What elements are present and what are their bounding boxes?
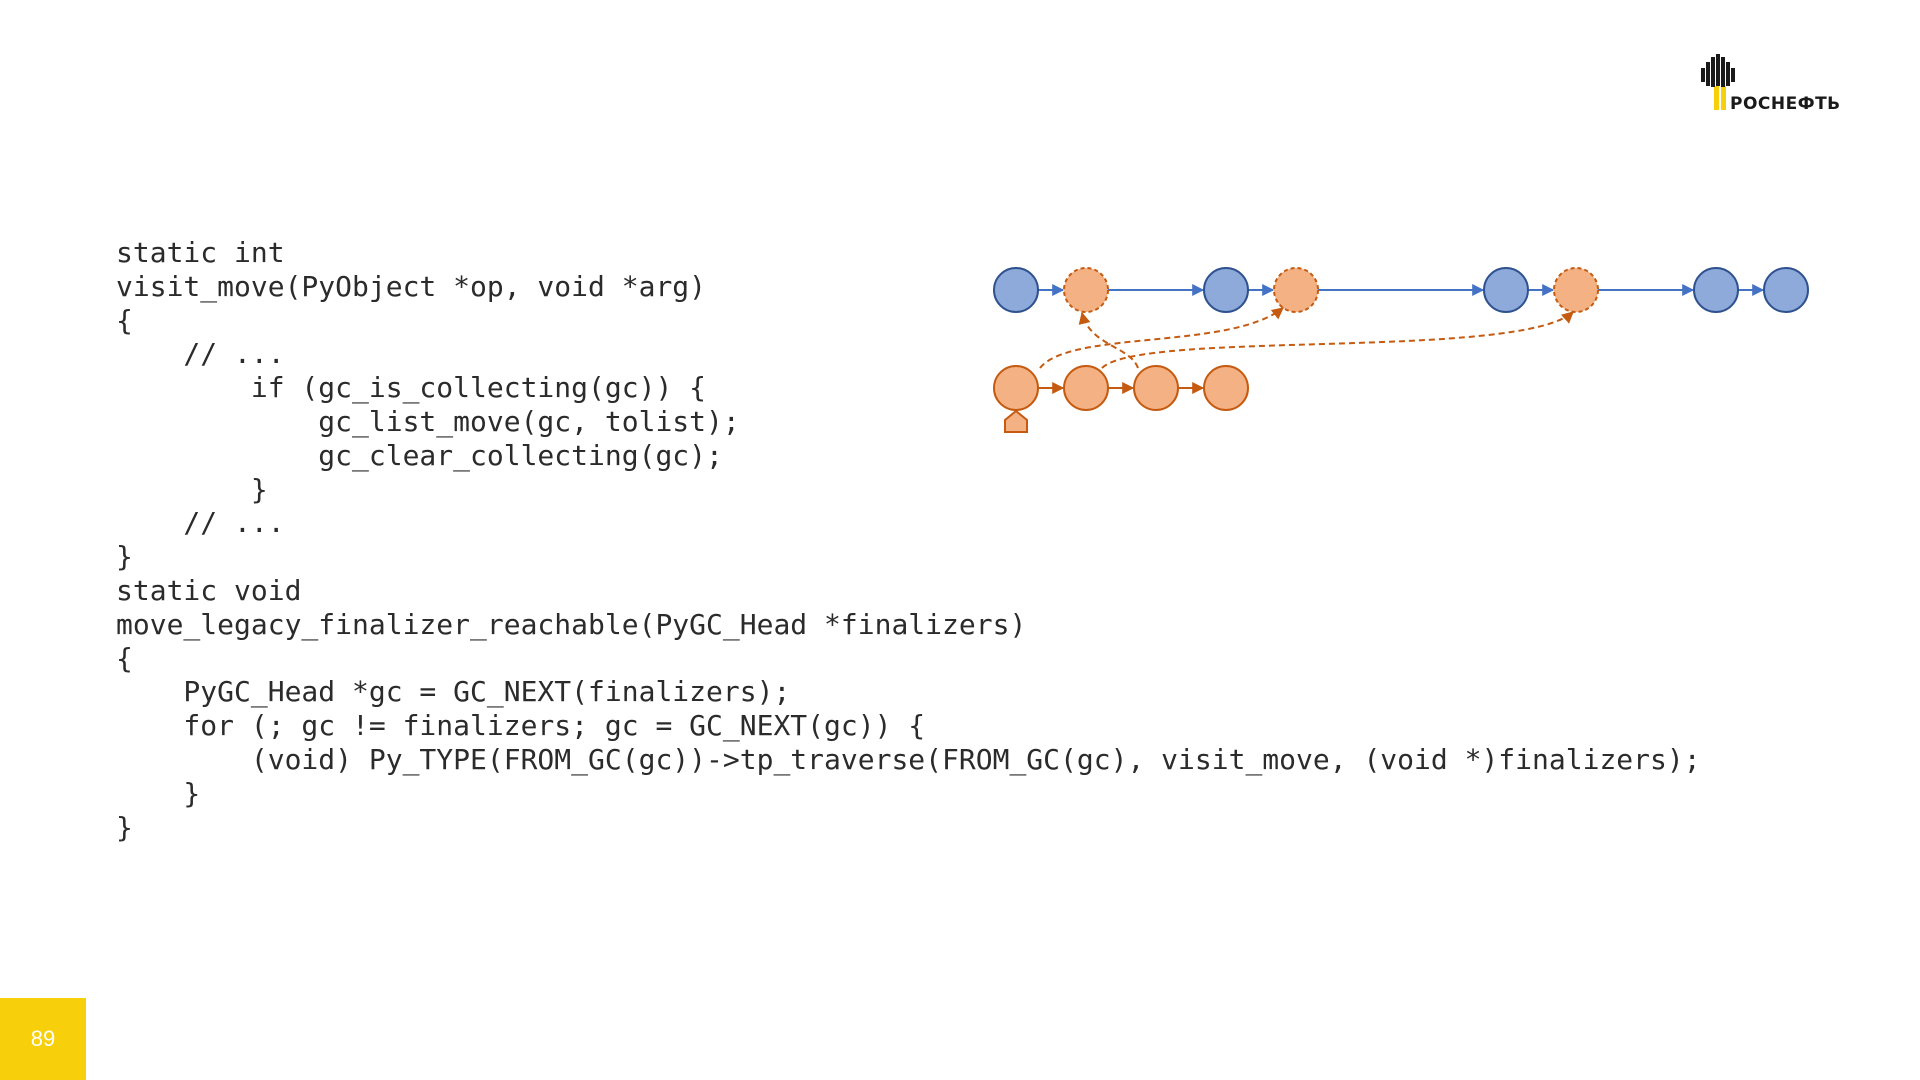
list-node-orange	[1133, 365, 1179, 411]
code-line: if (gc_is_collecting(gc)) {	[116, 371, 707, 405]
list-node-moved	[1553, 267, 1599, 313]
gc-list-diagram	[993, 267, 1809, 433]
code-line: gc_clear_collecting(gc);	[116, 438, 723, 472]
code-line: // ...	[116, 506, 285, 540]
list-node-blue	[993, 267, 1039, 313]
list-node-blue	[1763, 267, 1809, 313]
company-logo: РОСНЕФТЬ	[1700, 54, 1870, 116]
code-line: visit_move(PyObject *op, void *arg)	[116, 269, 707, 303]
list-node-orange	[993, 365, 1039, 411]
page-number: 89	[0, 998, 86, 1080]
code-line: PyGC_Head *gc = GC_NEXT(finalizers);	[116, 675, 791, 709]
list-node-moved	[1273, 267, 1319, 313]
code-line: // ...	[116, 337, 285, 371]
reference-arrow	[1039, 307, 1284, 369]
code-line: }	[116, 472, 268, 506]
code-line: static void	[116, 573, 302, 607]
code-line: {	[116, 641, 133, 675]
code-line: for (; gc != finalizers; gc = GC_NEXT(gc…	[116, 709, 926, 743]
reference-arrow	[1101, 311, 1574, 369]
code-line: }	[116, 776, 201, 810]
list-node-orange	[1063, 365, 1109, 411]
list-node-orange	[1203, 365, 1249, 411]
code-line: }	[116, 810, 133, 844]
list-node-moved	[1063, 267, 1109, 313]
code-line: static int	[116, 236, 285, 269]
list-head-pointer	[1004, 409, 1028, 433]
reference-arrow	[1078, 311, 1139, 369]
code-line: {	[116, 303, 133, 337]
code-line: }	[116, 540, 133, 574]
logo-text: РОСНЕФТЬ	[1730, 94, 1841, 114]
code-line: move_legacy_finalizer_reachable(PyGC_Hea…	[116, 607, 1027, 641]
code-line: gc_list_move(gc, tolist);	[116, 404, 740, 438]
list-node-blue	[1203, 267, 1249, 313]
code-line: (void) Py_TYPE(FROM_GC(gc))->tp_traverse…	[116, 742, 1701, 776]
oil-drop-icon	[1701, 54, 1735, 110]
list-node-blue	[1483, 267, 1529, 313]
list-node-blue	[1693, 267, 1739, 313]
